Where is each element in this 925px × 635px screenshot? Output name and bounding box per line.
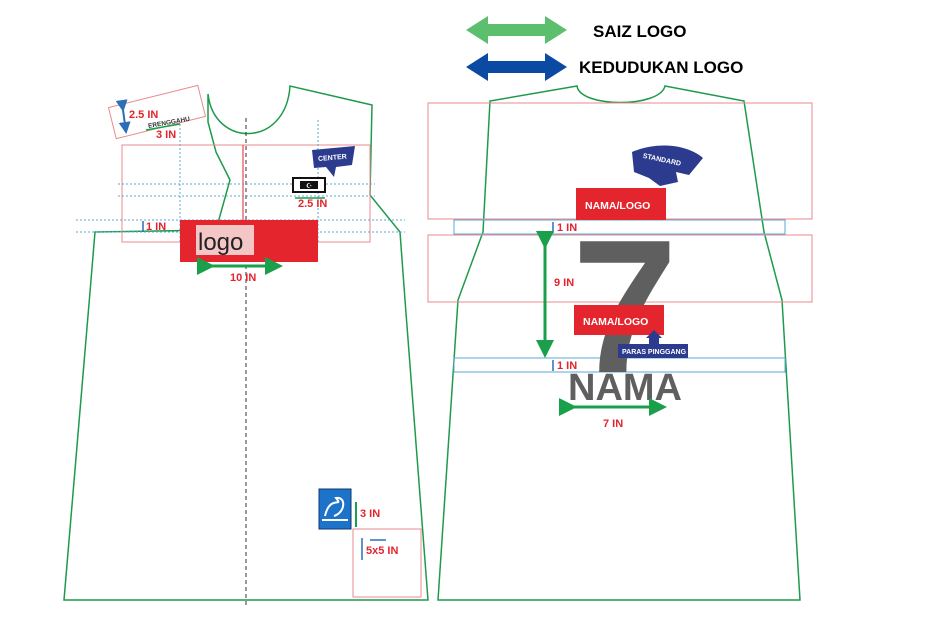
logo-text: logo [198,229,243,256]
top-gap-label: 1 IN [557,222,577,234]
pocket-size-label: 5x5 IN [366,545,398,557]
logo-width-label: 10 IN [230,272,256,284]
center-tag-label: CENTER [318,154,347,163]
back-jersey: 7 STANDARD NAMA/LOGO 1 IN 9 IN NAMA/LOGO… [427,85,813,601]
sleeve-height-arrow [115,99,131,134]
pocket-guide-box [352,528,422,598]
sleeve-width-label: 3 IN [156,129,176,141]
sponsor-badge: 3 IN [318,488,380,530]
center-marker: CENTER ☪ 2.5 IN [292,146,355,210]
size-legend-label: SAIZ LOGO [593,22,687,41]
front-jersey-outline [63,85,429,601]
badge-icon [318,488,352,530]
flag-width-label: 2.5 IN [298,198,327,210]
standard-tag-icon [632,145,703,186]
back-name-text: NAMA [568,367,682,409]
waist-gap-label: 1 IN [557,360,577,372]
sleeve-patch: 2.5 IN ERENGGAHU 3 IN [107,84,207,141]
badge-mark [324,496,345,517]
flag-crescent: ☪ [306,183,312,190]
flag-inner [300,181,318,189]
back-jersey-outline [437,85,801,601]
sleeve-height-label: 2.5 IN [129,109,158,121]
sleeve-width-arrow [145,123,181,131]
logo-placeholder [196,225,254,255]
name-width-label: 7 IN [603,418,623,430]
size-arrow-icon [466,16,567,44]
position-legend-label: KEDUDUKAN LOGO [579,58,743,77]
waist-tag-icon [618,330,688,358]
mid-name-logo-label: NAMA/LOGO [583,316,648,328]
mid-back-guide-box [427,234,813,303]
top-name-logo-label: NAMA/LOGO [585,200,650,212]
badge-height-label: 3 IN [360,508,380,520]
badge-line [322,519,348,521]
mid-name-logo-box [574,305,664,335]
legend: SAIZ LOGO KEDUDUKAN LOGO [466,16,743,81]
front-jersey: 2.5 IN ERENGGAHU 3 IN CENTER ☪ 2.5 IN 1 … [63,84,429,605]
position-arrow-icon [466,53,567,81]
number-height-label: 9 IN [554,277,574,289]
center-tag-icon [312,146,355,177]
waist-tag-label: PARAS PINGGANG [622,349,687,356]
top-name-logo-box [576,188,666,220]
chest-gap-label: 1 IN [146,221,166,233]
